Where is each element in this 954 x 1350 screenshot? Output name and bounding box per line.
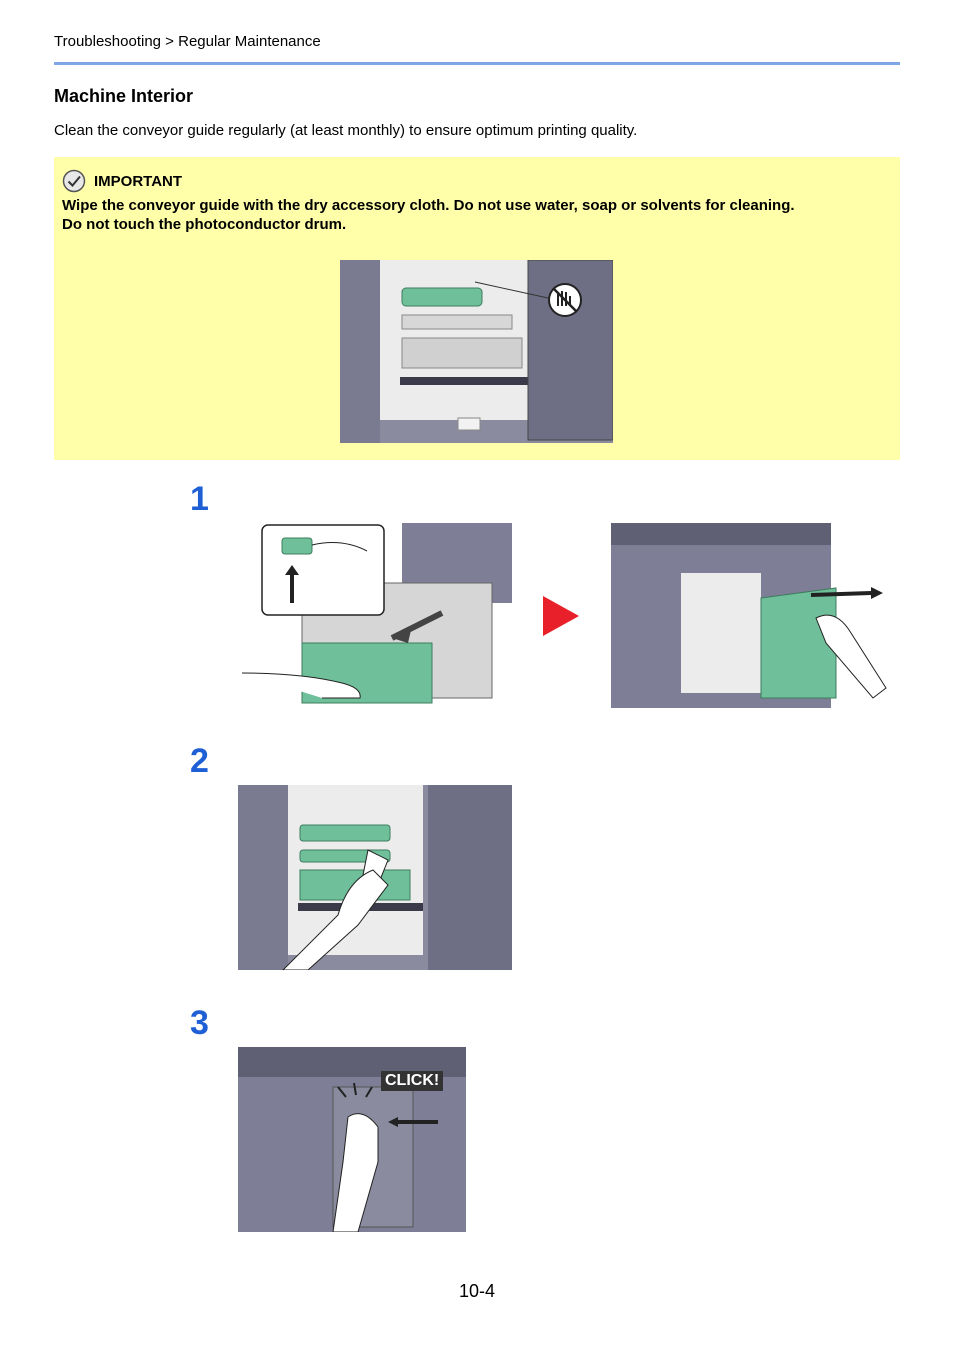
step-3-number: 3 xyxy=(190,1004,209,1042)
cassette-detail-inset xyxy=(261,524,385,616)
step-2-wipe-guide-illustration xyxy=(238,785,512,970)
click-label: CLICK! xyxy=(381,1071,444,1091)
no-touch-icon xyxy=(548,283,582,317)
important-box: IMPORTANT Wipe the conveyor guide with t… xyxy=(54,157,900,460)
step-1-cassette-illustration xyxy=(242,523,512,704)
important-text: Wipe the conveyor guide with the dry acc… xyxy=(62,196,795,234)
header-rule xyxy=(54,62,900,65)
important-label: IMPORTANT xyxy=(94,172,183,190)
next-arrow-icon xyxy=(543,596,579,636)
important-line-1: Wipe the conveyor guide with the dry acc… xyxy=(62,197,795,214)
step-2-number: 2 xyxy=(190,742,209,780)
conveyor-guide-illustration xyxy=(340,260,613,443)
step-1-number: 1 xyxy=(190,480,209,518)
section-title: Machine Interior xyxy=(54,86,194,106)
intro-text: Clean the conveyor guide regularly (at l… xyxy=(54,122,638,139)
page-number: 10-4 xyxy=(458,1281,496,1301)
breadcrumb: Troubleshooting > Regular Maintenance xyxy=(54,33,321,50)
step-1-open-cover-illustration xyxy=(611,523,887,708)
important-line-2: Do not touch the photoconductor drum. xyxy=(62,216,347,233)
check-circle-icon xyxy=(62,169,86,193)
important-header: IMPORTANT xyxy=(62,169,182,193)
